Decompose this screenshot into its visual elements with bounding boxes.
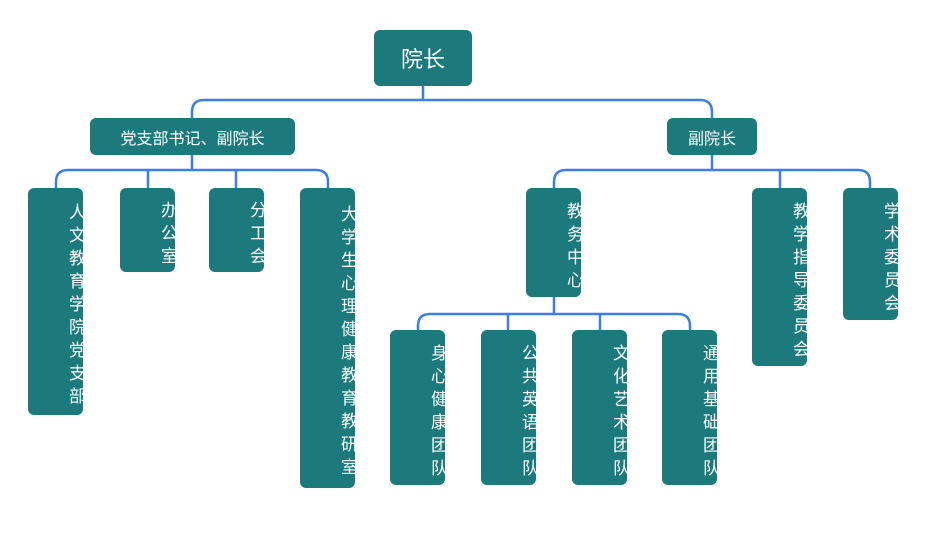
culture-arts-team-node: 文化艺术团队 xyxy=(572,330,629,485)
president-label: 院长 xyxy=(400,48,445,73)
connector-root-to-vice xyxy=(190,86,714,118)
president-node: 院长 xyxy=(374,30,472,86)
office-label: 办公室 xyxy=(157,200,177,270)
party-secretary-vice-president-label: 党支部书记、副院长 xyxy=(120,128,265,148)
vice-president-label: 副院长 xyxy=(687,128,736,148)
mental-health-research-office-label: 大学生心理健康教育教研室 xyxy=(337,205,357,481)
academic-committee-label: 学术委员会 xyxy=(880,201,900,317)
humanities-party-branch-node: 人文教育学院党支部 xyxy=(28,188,85,415)
connector-right-vice-to-units xyxy=(552,155,872,188)
teaching-steering-committee-node: 教学指导委员会 xyxy=(752,188,809,366)
general-foundation-team-label: 通用基础团队 xyxy=(699,343,719,482)
union-branch-label: 分工会 xyxy=(246,200,266,270)
public-english-team-node: 公共英语团队 xyxy=(481,330,538,485)
culture-arts-team-label: 文化艺术团队 xyxy=(609,343,629,482)
general-foundation-team-node: 通用基础团队 xyxy=(662,330,719,485)
teaching-center-node: 教务中心 xyxy=(526,188,583,297)
connector-center-to-teams xyxy=(416,297,692,330)
connector-left-vice-to-units xyxy=(54,155,330,188)
mind-body-health-team-label: 身心健康团队 xyxy=(427,343,447,482)
party-secretary-vice-president-node: 党支部书记、副院长 xyxy=(90,118,295,155)
teaching-center-label: 教务中心 xyxy=(563,201,583,294)
mind-body-health-team-node: 身心健康团队 xyxy=(390,330,447,485)
public-english-team-label: 公共英语团队 xyxy=(518,343,538,482)
vice-president-node: 副院长 xyxy=(667,118,757,155)
humanities-party-branch-label: 人文教育学院党支部 xyxy=(65,203,85,410)
union-branch-node: 分工会 xyxy=(209,188,266,272)
office-node: 办公室 xyxy=(120,188,177,272)
teaching-steering-committee-label: 教学指导委员会 xyxy=(789,201,809,363)
academic-committee-node: 学术委员会 xyxy=(843,188,900,320)
mental-health-research-office-node: 大学生心理健康教育教研室 xyxy=(300,188,357,488)
